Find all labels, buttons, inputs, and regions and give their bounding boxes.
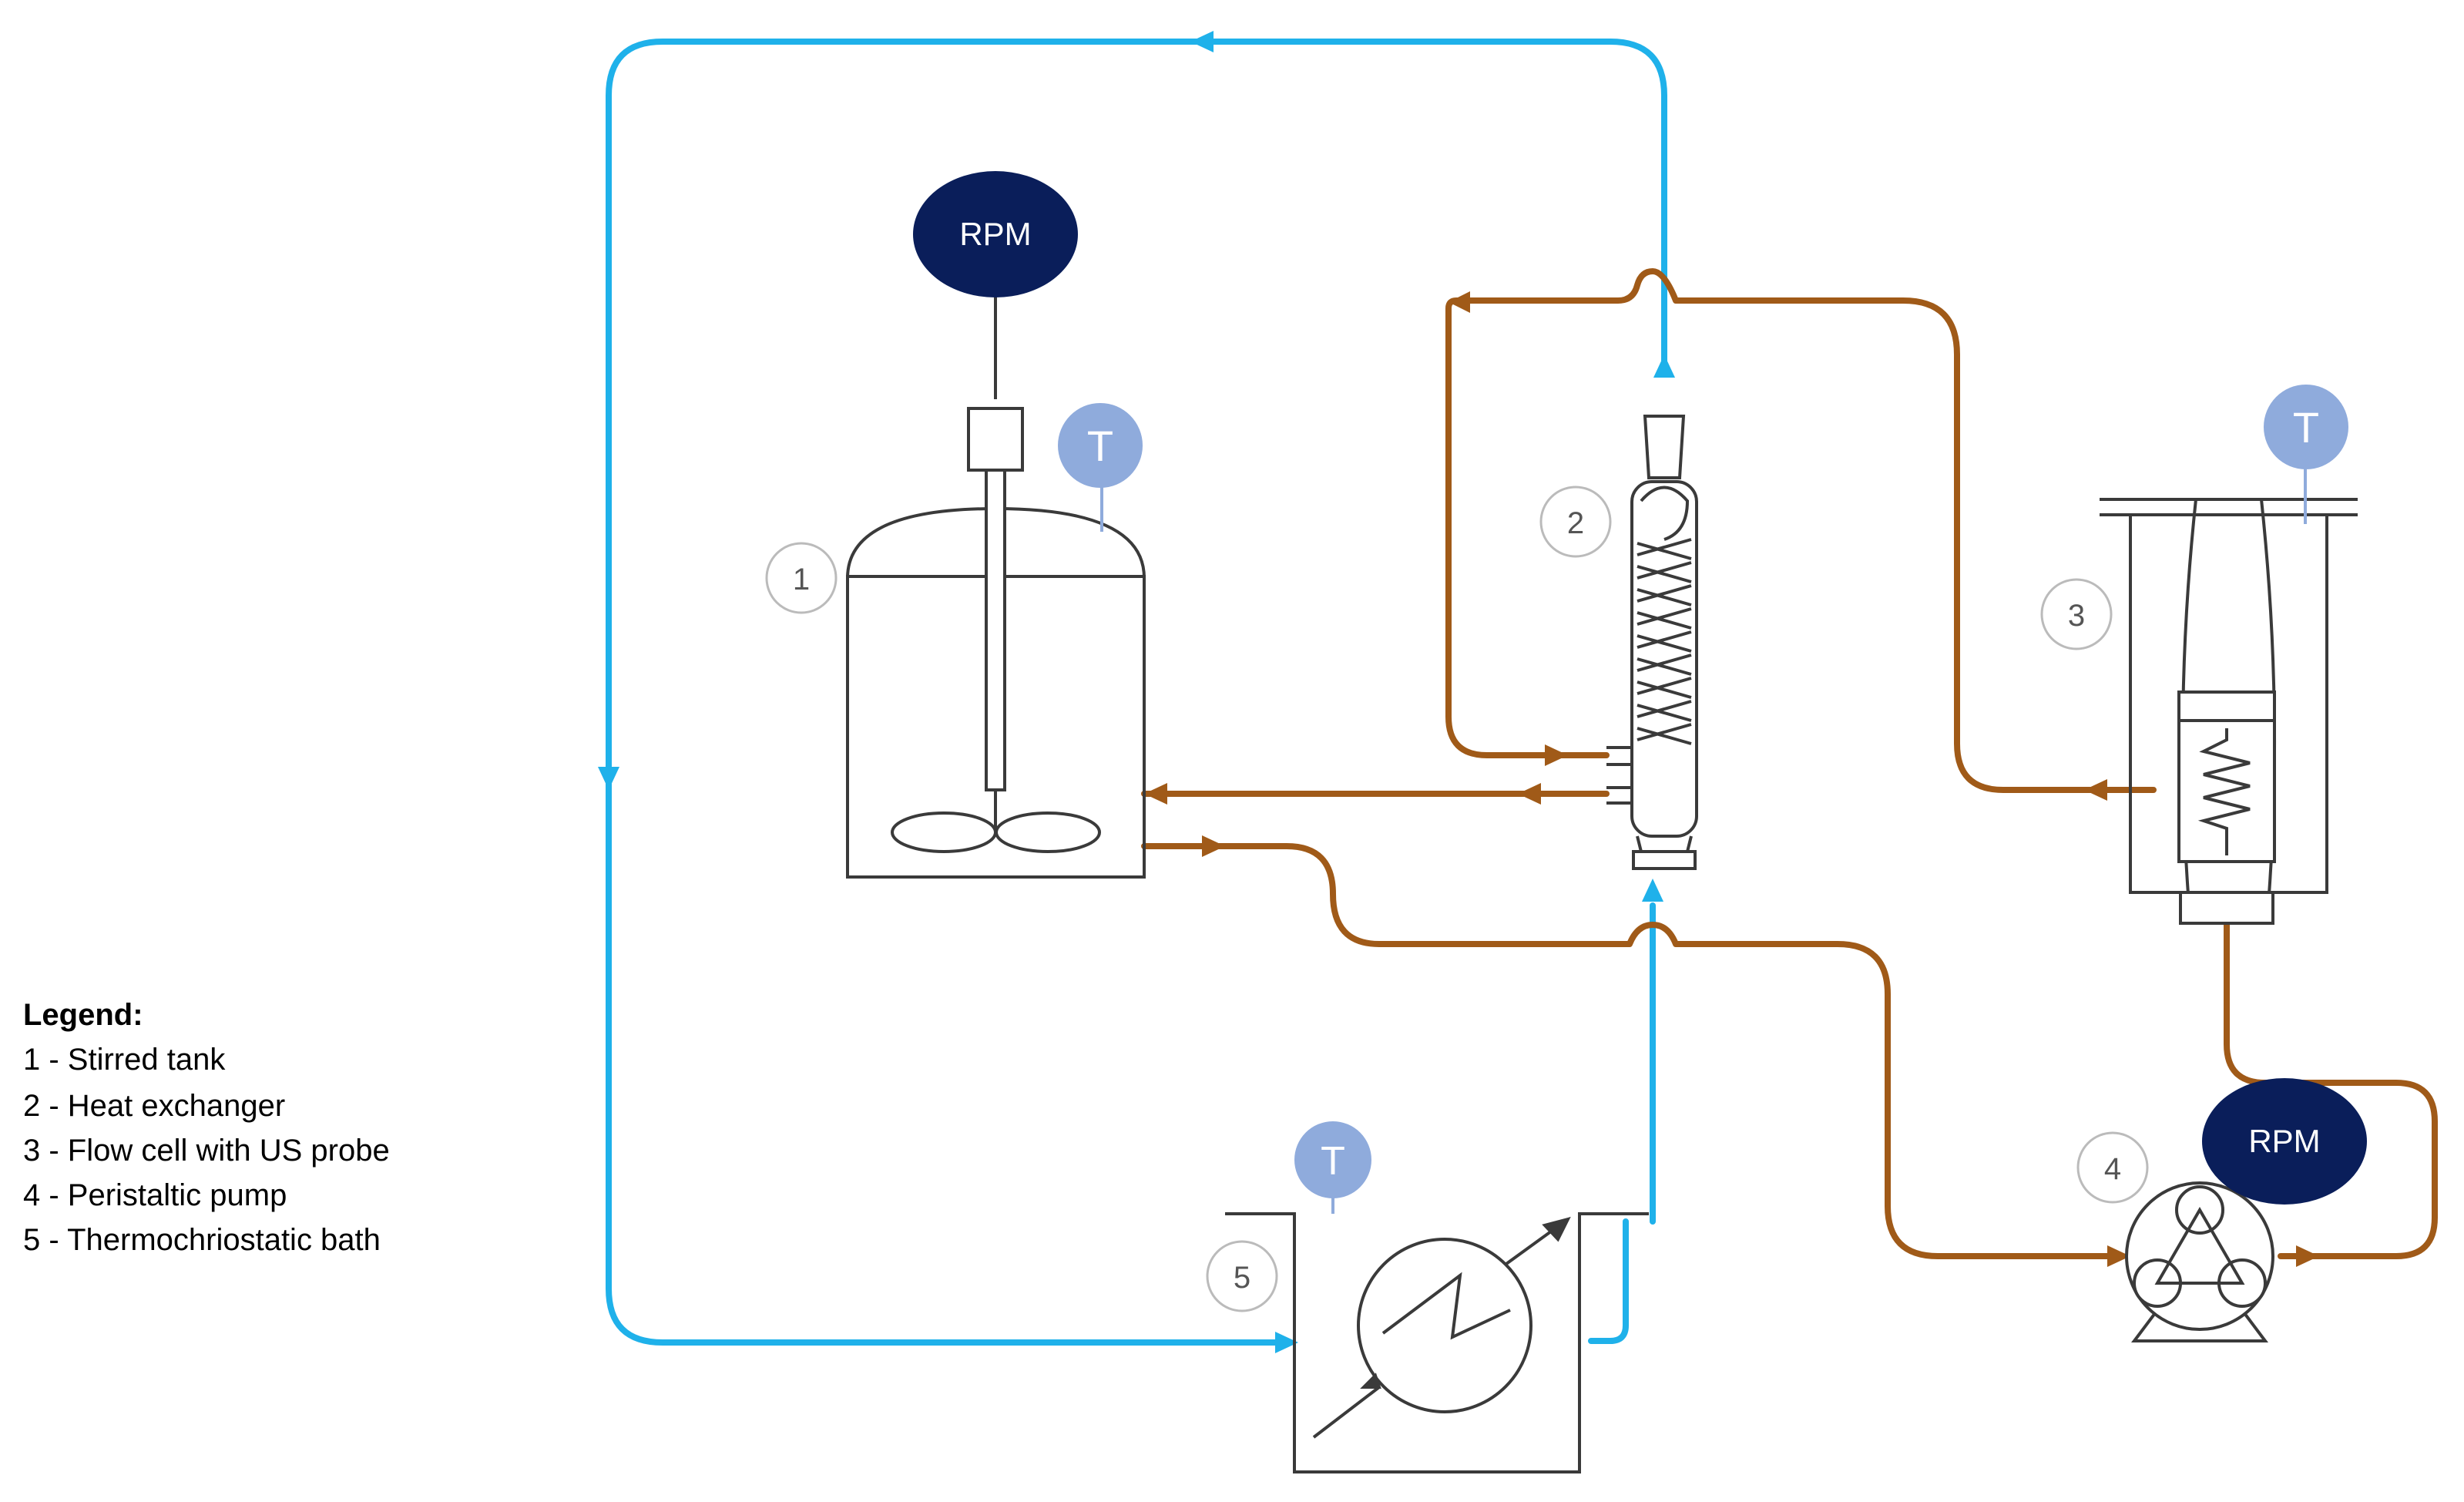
flowcell-temp-label: T bbox=[2293, 403, 2319, 452]
arrow-right-icon bbox=[2296, 1245, 2319, 1267]
legend-title: Legend: bbox=[23, 998, 143, 1032]
arrow-left-icon bbox=[1449, 291, 1470, 313]
number-circle-4: 4 bbox=[2076, 1131, 2149, 1204]
stirred-tank-icon bbox=[846, 297, 1146, 879]
condenser-coil bbox=[1637, 538, 1692, 745]
cooling-water-loop bbox=[606, 39, 1667, 1346]
water-arrows bbox=[598, 31, 1675, 1353]
number-label-2: 2 bbox=[1567, 506, 1584, 540]
bath-temp-label: T bbox=[1321, 1139, 1345, 1184]
legend-item-5: 5 - Thermochriostatic bath bbox=[23, 1223, 381, 1257]
process-arrows bbox=[1144, 291, 2319, 1267]
flowcell-to-hx-line bbox=[1445, 268, 2157, 793]
number-circle-5: 5 bbox=[1206, 1240, 1278, 1312]
number-circle-3: 3 bbox=[2040, 578, 2113, 650]
thermostatic-bath-icon bbox=[1225, 1212, 1649, 1473]
water-return-line bbox=[1588, 1218, 1629, 1344]
legend-item-3: 3 - Flow cell with US probe bbox=[23, 1134, 390, 1168]
legend-item-1: 1 - Stirred tank bbox=[23, 1043, 226, 1077]
legend-item-4: 4 - Peristaltic pump bbox=[23, 1178, 287, 1212]
arrow-right-icon bbox=[2107, 1245, 2130, 1267]
water-loop-main bbox=[606, 39, 1667, 1346]
tank-temp-label: T bbox=[1087, 422, 1113, 470]
number-circle-2: 2 bbox=[1539, 486, 1612, 558]
legend: Legend: 1 - Stirred tank 2 - Heat exchan… bbox=[23, 998, 390, 1257]
legend-item-2: 2 - Heat exchanger bbox=[23, 1089, 285, 1123]
arrow-up-icon bbox=[1653, 354, 1675, 378]
arrow-down-icon bbox=[598, 767, 619, 790]
us-probe-coil-icon bbox=[2197, 728, 2251, 855]
coil-condenser-icon bbox=[1606, 415, 1698, 870]
peristaltic-pump-icon bbox=[2125, 1181, 2274, 1342]
heat-exchanger-symbol-icon bbox=[1312, 1216, 1571, 1439]
number-label-4: 4 bbox=[2104, 1152, 2121, 1186]
arrow-right-icon bbox=[1202, 835, 1225, 857]
number-label-1: 1 bbox=[793, 563, 810, 596]
number-circle-1: 1 bbox=[765, 542, 838, 614]
flowcell-temperature-badge: T bbox=[2264, 385, 2348, 524]
tank-rpm-label: RPM bbox=[959, 216, 1031, 252]
tank-temperature-badge: T bbox=[1058, 403, 1143, 532]
arrow-left-icon bbox=[1144, 783, 1167, 805]
arrow-up-icon bbox=[1642, 879, 1663, 902]
arrow-left-icon bbox=[1518, 783, 1541, 805]
bath-temperature-badge: T bbox=[1294, 1121, 1371, 1214]
number-label-5: 5 bbox=[1234, 1261, 1250, 1295]
arrow-left-icon bbox=[2084, 779, 2107, 801]
flow-cell-icon bbox=[2100, 498, 2358, 925]
pump-rpm-badge: RPM bbox=[2202, 1078, 2367, 1205]
arrow-right-icon bbox=[1545, 744, 1568, 766]
arrow-left-icon bbox=[1190, 31, 1214, 52]
tank-to-pump-line bbox=[1141, 843, 2126, 1259]
pump-to-flowcell-line bbox=[2224, 899, 2438, 1259]
number-label-3: 3 bbox=[2068, 599, 2085, 633]
pump-rpm-label: RPM bbox=[2248, 1123, 2320, 1159]
arrow-right-icon bbox=[1275, 1332, 1298, 1353]
tank-rpm-badge: RPM bbox=[913, 171, 1078, 297]
